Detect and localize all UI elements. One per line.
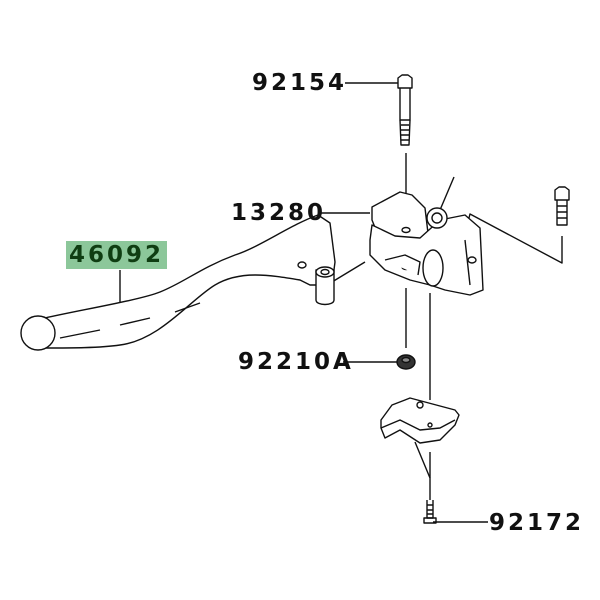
nut-92210a-icon (396, 354, 416, 370)
part-label-13280[interactable]: 13280 (231, 200, 327, 226)
clutch-lever-46092-icon (20, 214, 336, 351)
bolt-small-icon (554, 186, 570, 226)
part-label-92154[interactable]: 92154 (252, 70, 348, 96)
clutch-switch-icon (380, 397, 460, 444)
part-label-92172[interactable]: 92172 (489, 510, 585, 536)
lever-holder-13280-icon (369, 191, 484, 296)
screw-92172-icon (423, 500, 437, 524)
part-label-92210a[interactable]: 92210A (238, 349, 354, 375)
bolt-92154-icon (397, 74, 413, 146)
part-label-46092-highlighted[interactable]: 46092 (66, 241, 168, 269)
